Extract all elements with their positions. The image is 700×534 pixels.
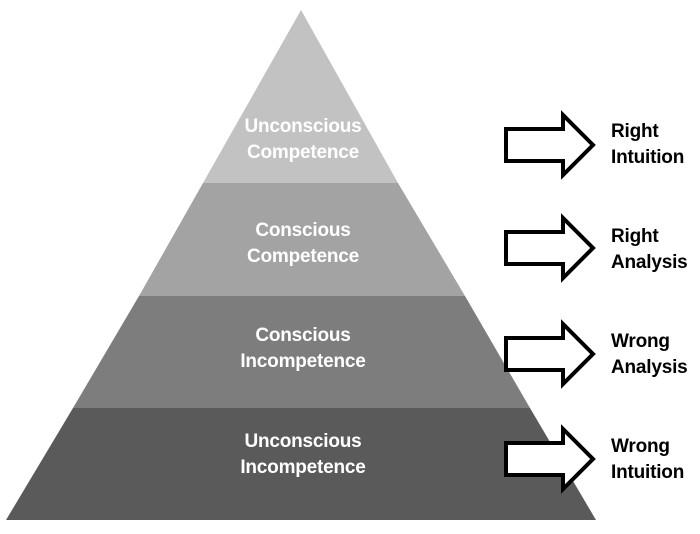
tier-label-line: Incompetence [240,351,366,372]
tier-label-line: Competence [246,246,360,267]
right-arrow-icon [504,319,596,389]
pyramid-tier-third [73,296,530,408]
outcome-label-line: Right [611,226,659,247]
outcome-label-line: Intuition [611,462,685,483]
outcome-label-line: Wrong [611,436,670,457]
tier-label-conscious-incompetence: Conscious Incompetence [183,323,423,375]
right-arrow-icon [504,213,596,283]
pyramid-tier-bottom [6,408,596,520]
tier-label-line: Competence [246,142,360,163]
right-arrow-icon [504,424,596,494]
tier-label-line: Conscious [255,220,351,241]
tier-label-conscious-competence: Conscious Competence [183,218,423,270]
outcome-label-line: Analysis [611,357,688,378]
tier-label-line: Unconscious [244,116,362,137]
outcome-label-wrong-analysis: Wrong Analysis [611,329,700,381]
tier-label-line: Incompetence [240,457,366,478]
pyramid-tier-top [203,10,398,183]
pyramid-tier-second [139,183,465,296]
outcome-label-line: Analysis [611,252,688,273]
outcome-label-right-analysis: Right Analysis [611,224,700,276]
outcome-label-line: Right [611,121,659,142]
outcome-label-line: Intuition [611,147,685,168]
tier-label-line: Unconscious [244,431,362,452]
right-arrow-icon [504,110,596,180]
tier-label-unconscious-competence: Unconscious Competence [183,114,423,166]
tier-label-line: Conscious [255,325,351,346]
outcome-label-right-intuition: Right Intuition [611,119,700,171]
tier-label-unconscious-incompetence: Unconscious Incompetence [183,429,423,481]
outcome-label-line: Wrong [611,331,670,352]
outcome-label-wrong-intuition: Wrong Intuition [611,434,700,486]
